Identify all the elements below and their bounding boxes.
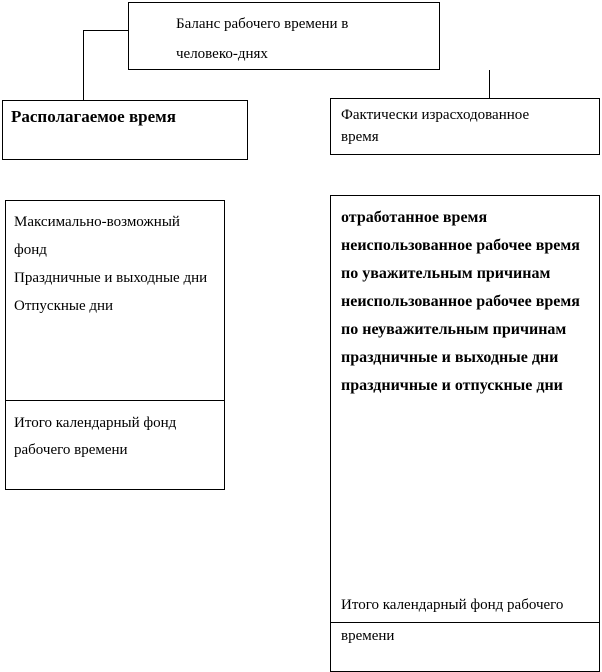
left-detail-total: Итого календарный фонд рабочего времени xyxy=(14,415,177,458)
list-item: Максимально-возможный фонд xyxy=(14,214,180,258)
left-detail-box: Максимально-возможный фонд Праздничные и… xyxy=(5,200,225,490)
left-header-label: Располагаемое время xyxy=(11,107,176,126)
list-item: неиспользованное рабочее время по неуваж… xyxy=(341,293,580,338)
list-item: праздничные и выходные дни xyxy=(341,349,559,366)
connector-left-horizontal xyxy=(83,30,129,31)
list-item: Отпускные дни xyxy=(14,298,114,314)
root-box: Баланс рабочего времени в человеко-днях xyxy=(128,2,440,70)
list-item: праздничные и отпускные дни xyxy=(341,377,563,394)
list-item: неиспользованное рабочее время по уважит… xyxy=(341,237,580,282)
root-title-line2: человеко-днях xyxy=(176,46,268,62)
right-header-label: Фактически израсходованное время xyxy=(341,107,530,145)
left-header-box: Располагаемое время xyxy=(2,100,248,160)
right-detail-box: отработанное время неиспользованное рабо… xyxy=(330,195,600,672)
right-header-box: Фактически израсходованное время xyxy=(330,98,600,155)
list-item: отработанное время xyxy=(341,209,488,226)
connector-left-vertical xyxy=(83,30,84,100)
connector-right-vertical xyxy=(489,70,490,98)
list-item: Праздничные и выходные дни xyxy=(14,270,208,286)
right-detail-items: отработанное время неиспользованное рабо… xyxy=(331,196,599,400)
right-detail-total-line2: времени xyxy=(341,628,395,644)
right-detail-total-line1: Итого календарный фонд рабочего xyxy=(331,595,599,623)
root-title-line1: Баланс рабочего времени в xyxy=(176,16,349,32)
left-detail-items: Максимально-возможный фонд Праздничные и… xyxy=(6,201,224,401)
